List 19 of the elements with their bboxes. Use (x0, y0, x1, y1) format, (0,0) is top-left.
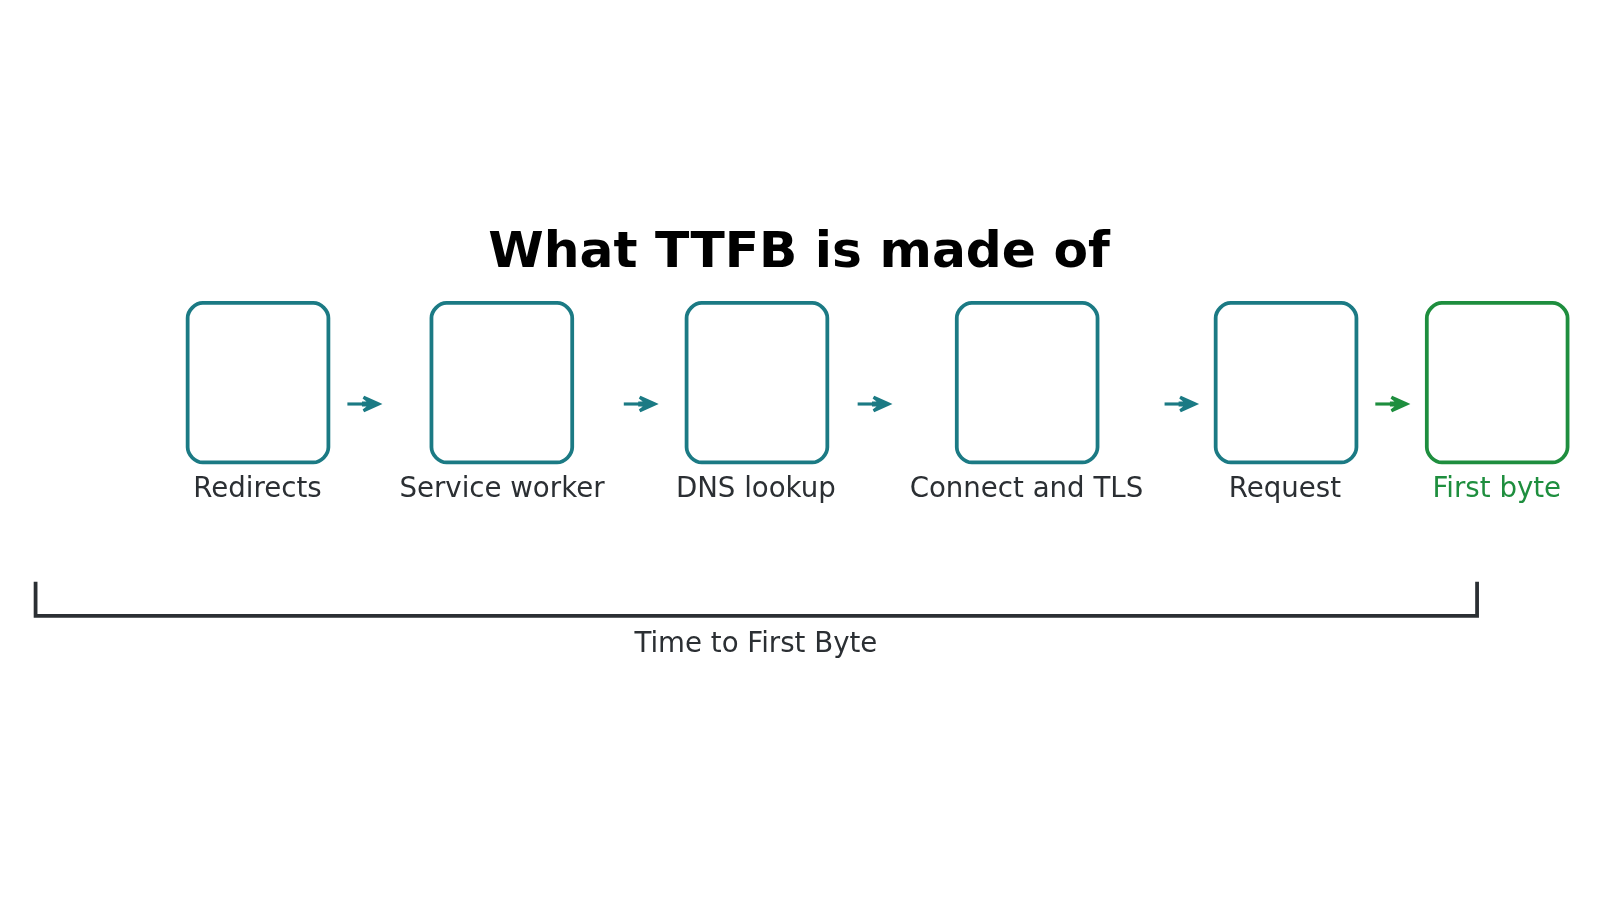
node-box (429, 300, 575, 464)
node-label: Connect and TLS (909, 470, 1144, 503)
label: Time to First Byte (634, 625, 878, 659)
arrow (347, 395, 381, 412)
node-label: Service worker (399, 470, 605, 503)
node-box (684, 300, 830, 464)
node-label: First byte (1432, 470, 1562, 503)
arrow (1164, 395, 1197, 412)
node-box (954, 300, 1100, 464)
node-box (185, 300, 331, 464)
arrow (1375, 395, 1409, 412)
node-box (1213, 300, 1359, 464)
node-label: Redirects (193, 470, 322, 503)
arrow (857, 395, 891, 412)
arrow (623, 395, 657, 412)
node-label: Request (1228, 470, 1342, 503)
diagram-title: What TTFB is made of (488, 219, 1110, 279)
node-box (1424, 300, 1570, 464)
node-label: DNS lookup (675, 470, 836, 503)
